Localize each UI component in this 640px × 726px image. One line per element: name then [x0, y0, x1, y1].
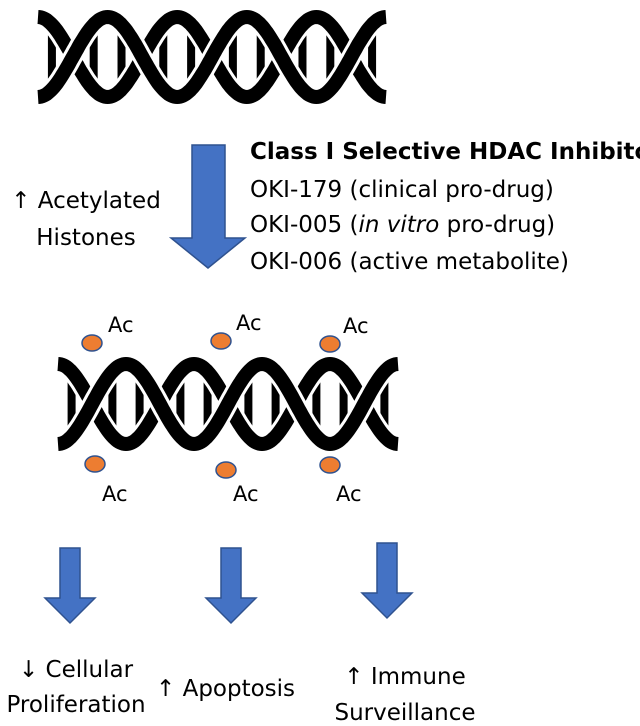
- down-arrow-proliferation: [43, 547, 97, 625]
- down-arrow-main: [168, 144, 248, 269]
- acetyl-group: [81, 334, 103, 352]
- acetyl-group: [215, 461, 237, 479]
- inhibitor-line-3: OKI-006 (active metabolite): [250, 251, 569, 274]
- inhibitor-line-1: OKI-179 (clinical pro-drug): [250, 179, 554, 202]
- inhibitor-line-1-text: OKI-179 (clinical pro-drug): [250, 177, 554, 203]
- down-arrow-immune: [360, 542, 414, 620]
- inhibitor-line-3-text: OKI-006 (active metabolite): [250, 249, 569, 275]
- outcome-apoptosis: ↑ Apoptosis: [156, 676, 296, 702]
- acetyl-group: [319, 456, 341, 474]
- inhibitor-title: Class I Selective HDAC Inhibitor: [250, 139, 640, 165]
- outcome-immune-line-1: ↑ Immune: [344, 664, 466, 690]
- acetyl-label: Ac: [343, 314, 369, 338]
- inhibitor-line-2: OKI-005 (in vitro pro-drug): [250, 214, 555, 237]
- acetyl-label: Ac: [108, 313, 134, 337]
- inhibitor-line-2-italic: in vitro: [358, 212, 440, 238]
- dna-helix-acetylated: [57, 353, 399, 455]
- effect-line-1: ↑ Acetylated: [11, 188, 161, 214]
- inhibitor-line-2-prefix: OKI-005 (: [250, 212, 359, 238]
- acetyl-label: Ac: [336, 482, 362, 506]
- dna-helix-top: [37, 6, 387, 108]
- dna-strand: [57, 356, 399, 452]
- dna-strand: [37, 9, 387, 105]
- effect-line-2: Histones: [36, 225, 136, 251]
- acetyl-label: Ac: [233, 482, 259, 506]
- inhibitor-line-2-suffix: pro-drug): [439, 212, 556, 238]
- acetyl-group: [210, 332, 232, 350]
- outcome-proliferation-line-1: ↓ Cellular: [18, 657, 134, 683]
- outcome-immune-line-2: Surveillance: [334, 700, 476, 726]
- acetyl-group: [319, 335, 341, 353]
- outcome-proliferation-line-2: Proliferation: [6, 692, 146, 718]
- acetyl-group: [84, 455, 106, 473]
- acetyl-label: Ac: [236, 311, 262, 335]
- down-arrow-apoptosis: [204, 547, 258, 625]
- acetyl-label: Ac: [102, 482, 128, 506]
